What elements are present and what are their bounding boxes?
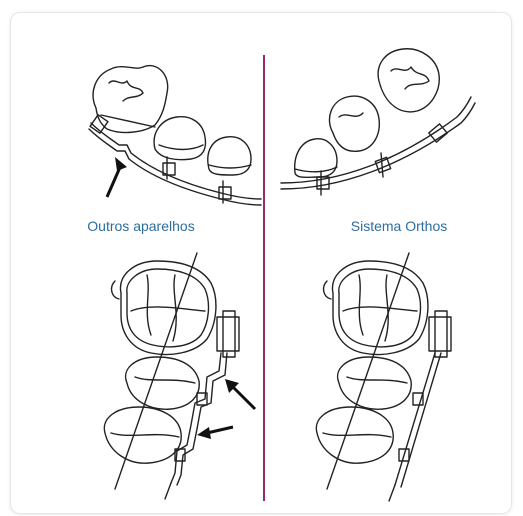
top-right-arch-illustration [281, 41, 481, 201]
label-orthos-system: Sistema Orthos [279, 218, 512, 234]
bottom-right-occlusal-illustration [303, 253, 463, 503]
arrow-icon [193, 419, 237, 443]
comparison-card: Outros aparelhos Sistema Orthos [10, 12, 512, 514]
divider-line [263, 55, 265, 501]
arrow-icon [101, 153, 131, 203]
label-other-appliances: Outros aparelhos [21, 218, 261, 234]
top-left-arch-illustration [71, 53, 261, 213]
arrow-icon [221, 375, 261, 415]
